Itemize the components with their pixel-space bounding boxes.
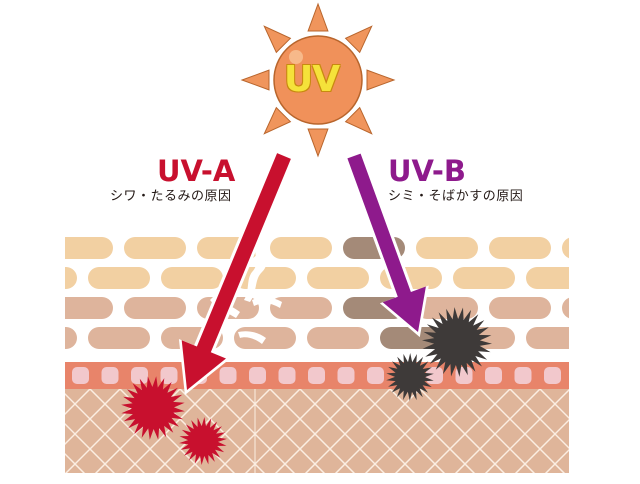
sun-highlight [289,50,303,64]
uvb-title: UV-B [388,154,467,188]
epidermis-bricks [65,237,569,349]
uva-subtitle: シワ・たるみの原因 [110,189,232,204]
sun-rays-icon [240,2,396,158]
melanin-spots-icon [386,307,492,401]
uvb-subtitle: シミ・そばかすの原因 [388,189,524,204]
sun-uv-label: UV [284,59,340,100]
uvb-arrow-icon [343,149,429,338]
uva-arrow-icon [178,149,295,395]
uva-title: UV-A [157,154,236,188]
uva-damage-icon [121,376,227,465]
basal-layer [65,362,569,389]
dermis-layer [65,389,569,473]
